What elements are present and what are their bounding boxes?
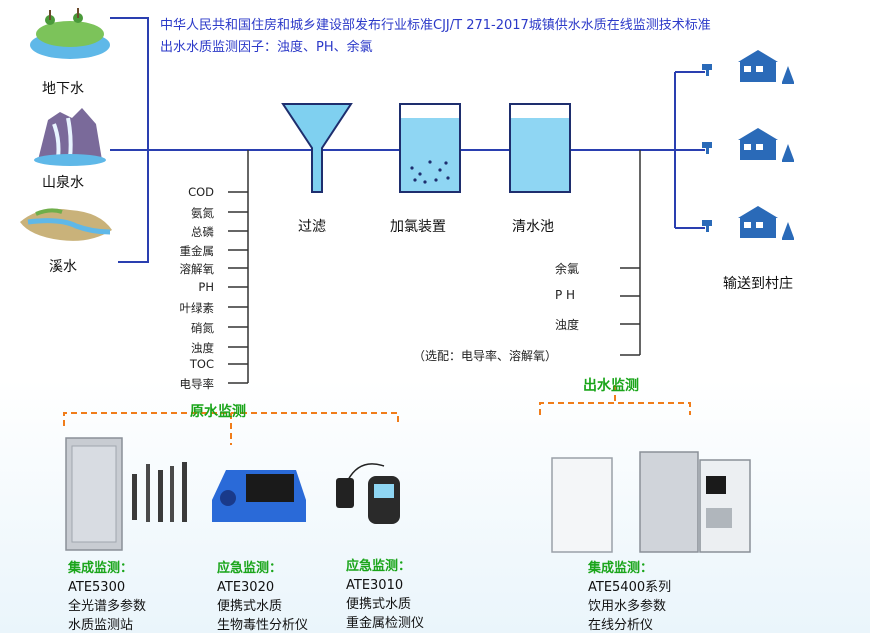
instrument-kind: 集成监测： bbox=[68, 561, 134, 576]
instrument-caption-ate5400: 集成监测： ATE5400系列 饮用水多参数 在线分析仪 bbox=[588, 559, 671, 633]
out-param-turbidity: 浊度 bbox=[555, 318, 580, 332]
raw-param-dissolved-oxygen: 溶解氧 bbox=[179, 262, 215, 276]
raw-param-heavy-metal: 重金属 bbox=[179, 244, 215, 258]
raw-param-cod: COD bbox=[188, 185, 214, 199]
raw-param-phosphorus: 总磷 bbox=[191, 225, 214, 239]
instrument-model: ATE5300 bbox=[68, 580, 126, 595]
raw-param-nitrate: 硝氮 bbox=[191, 321, 214, 335]
dashed-brackets bbox=[63, 385, 691, 445]
ate3010-handheld-icon bbox=[336, 463, 400, 524]
instrument-caption-ate3020: 应急监测： ATE3020 便携式水质 生物毒性分析仪 bbox=[217, 559, 308, 633]
raw-parameter-bracket bbox=[228, 150, 249, 384]
instrument-desc-1: 便携式水质 bbox=[217, 599, 283, 614]
instrument-model: ATE3010 bbox=[346, 578, 404, 593]
process-label-filter: 过滤 bbox=[298, 219, 326, 235]
instrument-kind: 应急监测： bbox=[346, 559, 412, 574]
raw-param-toc: TOC bbox=[189, 357, 214, 371]
monitoring-factors: 出水水质监测因子：浊度、PH、余氯 bbox=[160, 40, 373, 55]
raw-param-chlorophyll: 叶绿素 bbox=[179, 301, 215, 315]
raw-param-conductivity: 电导率 bbox=[179, 377, 215, 391]
out-param-chlorine: 余氯 bbox=[555, 262, 580, 276]
raw-param-ph: PH bbox=[198, 280, 214, 294]
raw-param-turbidity: 浊度 bbox=[191, 341, 214, 355]
source-label-stream: 溪水 bbox=[49, 259, 77, 275]
outlet-water-section-title: 出水监测 bbox=[583, 378, 639, 394]
house-icon-3 bbox=[702, 206, 794, 240]
filter-funnel-icon bbox=[281, 103, 353, 193]
out-param-optional: （选配：电导率、溶解氧） bbox=[413, 349, 558, 363]
ate5300-station-icon bbox=[65, 437, 187, 551]
village-houses bbox=[702, 50, 794, 240]
out-param-ph: P H bbox=[555, 288, 576, 302]
ate3020-analyzer-icon bbox=[212, 470, 306, 522]
outlet-parameter-bracket bbox=[620, 150, 641, 356]
instrument-model: ATE3020 bbox=[217, 580, 275, 595]
instrument-caption-ate5300: 集成监测： ATE5300 全光谱多参数 水质监测站 bbox=[68, 559, 146, 633]
spring-water-icon bbox=[34, 108, 106, 166]
chlorination-tank-icon bbox=[399, 103, 461, 193]
process-label-chlorination: 加氯装置 bbox=[390, 219, 446, 235]
delivery-label: 输送到村庄 bbox=[723, 276, 793, 292]
clear-water-tank-icon bbox=[509, 103, 571, 193]
instrument-desc-2: 生物毒性分析仪 bbox=[217, 618, 309, 633]
source-label-groundwater: 地下水 bbox=[42, 81, 84, 97]
ate5400-cabinet-icon bbox=[551, 451, 751, 553]
instrument-kind: 集成监测： bbox=[588, 561, 654, 576]
instrument-desc-1: 便携式水质 bbox=[346, 597, 412, 612]
house-icon-1 bbox=[702, 50, 794, 84]
instrument-caption-ate3010: 应急监测： ATE3010 便携式水质 重金属检测仪 bbox=[346, 557, 424, 633]
instrument-desc-1: 全光谱多参数 bbox=[68, 599, 147, 614]
stream-water-icon bbox=[20, 208, 112, 241]
groundwater-icon bbox=[30, 8, 110, 59]
source-label-spring: 山泉水 bbox=[42, 175, 84, 191]
instrument-kind: 应急监测： bbox=[217, 561, 283, 576]
instrument-model: ATE5400系列 bbox=[588, 580, 672, 595]
instrument-desc-2: 重金属检测仪 bbox=[346, 616, 425, 631]
process-label-clear-tank: 清水池 bbox=[512, 219, 554, 235]
instrument-desc-2: 在线分析仪 bbox=[588, 618, 654, 633]
raw-param-ammonia: 氨氮 bbox=[191, 206, 214, 220]
pipe-network bbox=[110, 17, 705, 263]
house-icon-2 bbox=[702, 128, 794, 162]
instrument-desc-1: 饮用水多参数 bbox=[588, 599, 667, 614]
instrument-desc-2: 水质监测站 bbox=[68, 618, 134, 633]
raw-water-section-title: 原水监测 bbox=[190, 404, 246, 420]
standard-title: 中华人民共和国住房和城乡建设部发布行业标准CJJ/T 271-2017城镇供水水… bbox=[160, 18, 711, 33]
